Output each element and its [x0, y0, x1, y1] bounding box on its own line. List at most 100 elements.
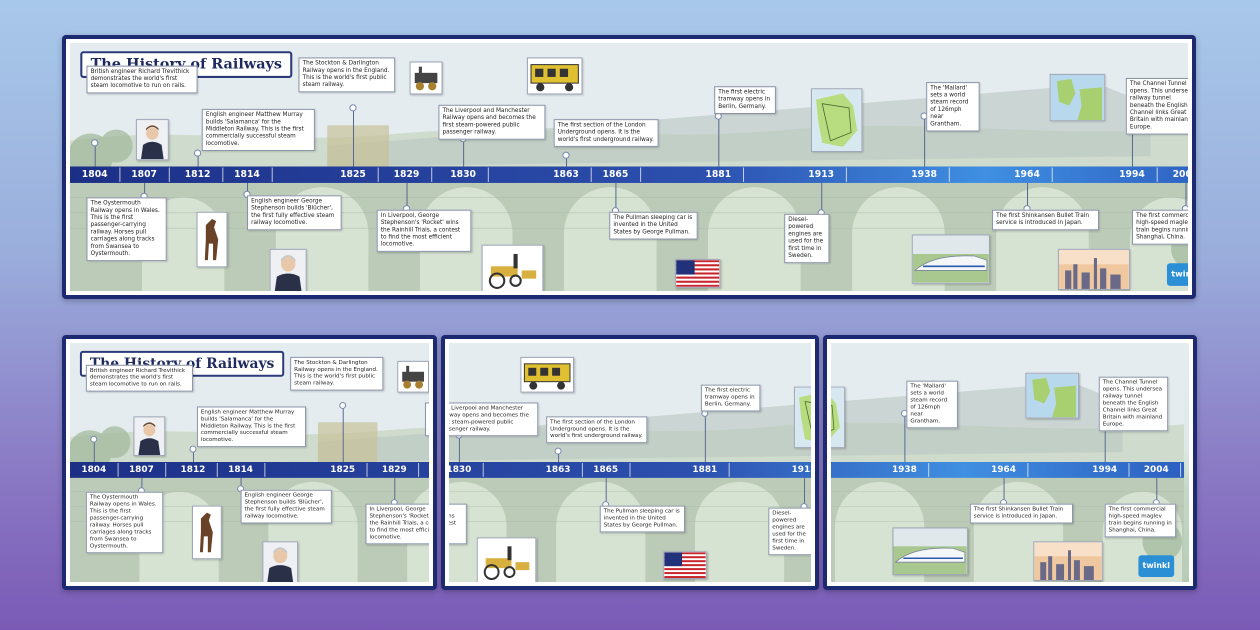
carriage-icon — [520, 356, 574, 393]
connector-line — [615, 182, 617, 212]
connector-dot — [562, 151, 570, 159]
section-canvas-2: The History of Railways British engineer… — [449, 343, 811, 582]
event-1913: Diesel-powered engines are used for the … — [784, 213, 830, 264]
connector-line — [342, 404, 344, 463]
timeline-tick — [728, 462, 730, 477]
timeline-year: 1881 — [692, 464, 718, 475]
connector-dot — [349, 104, 357, 112]
connector-line — [1104, 426, 1106, 463]
event-2004: The first commercial high-speed maglev t… — [1131, 209, 1188, 245]
event-1863: The first section of the London Undergro… — [553, 119, 659, 147]
horse-icon — [191, 505, 222, 560]
portrait-icon — [135, 119, 169, 161]
timeline-tick — [222, 167, 224, 182]
timeline-year: 1807 — [128, 464, 154, 475]
bullet-train-icon — [892, 527, 968, 576]
connector-line — [1185, 182, 1187, 210]
event-1812: English engineer Matthew Murray builds '… — [196, 406, 307, 448]
twinkl-logo: twinkl — [1166, 263, 1188, 286]
timeline-bar — [70, 166, 1188, 183]
connector-line — [924, 115, 926, 167]
event-1994: The Channel Tunnel opens. This undersea … — [1125, 77, 1188, 135]
connector-dot — [243, 190, 251, 198]
usa-flag-icon — [675, 259, 721, 288]
event-1964: The first Shinkansen Bullet Train servic… — [969, 503, 1073, 524]
timeline-year: 2004 — [1143, 464, 1169, 475]
portrait-icon — [133, 416, 166, 457]
event-1825: The Stockton & Darlington Railway opens … — [290, 356, 384, 391]
connector-line — [458, 434, 460, 463]
timeline-view-full: The History of Railways British engineer… — [70, 43, 1188, 291]
connector-line — [1156, 477, 1158, 504]
connector-line — [1131, 129, 1134, 167]
connector-line — [394, 477, 396, 504]
connector-line — [406, 182, 408, 210]
event-1807: The Oystermouth Railway opens in Wales. … — [85, 491, 164, 554]
connector-line — [141, 477, 143, 492]
connector-line — [605, 477, 607, 506]
event-1865: The Pullman sleeping car is invented in … — [609, 211, 698, 240]
connector-line — [192, 448, 194, 463]
timeline-tick — [928, 462, 930, 477]
event-1814: English engineer George Stephenson build… — [240, 489, 332, 524]
event-1829: In Liverpool, George Stephenson's 'Rocke… — [365, 503, 429, 545]
event-1881: The first electric tramway opens in Berl… — [700, 384, 761, 412]
timeline-year: 1964 — [1014, 169, 1040, 180]
event-1829: In Liverpool, George Stephenson's 'Rocke… — [376, 209, 472, 252]
timeline-tick — [418, 462, 420, 477]
full-timeline-canvas: The History of Railways British engineer… — [70, 43, 1188, 291]
timeline-view-1: The History of Railways British engineer… — [70, 343, 429, 582]
connector-line — [352, 106, 355, 167]
connector-line — [804, 477, 806, 508]
event-1865: The Pullman sleeping car is invented in … — [599, 505, 686, 533]
event-1825: The Stockton & Darlington Railway opens … — [298, 57, 396, 93]
timeline-year: 1938 — [911, 169, 938, 180]
timeline-tick — [165, 462, 167, 477]
timeline-tick — [487, 167, 489, 182]
event-1913: Diesel-powered engines are used for the … — [768, 507, 811, 556]
timeline-year: 1863 — [553, 169, 579, 180]
event-1830: The Liverpool and Manchester Railway ope… — [438, 104, 546, 140]
event-2004: The first commercial high-speed maglev t… — [1104, 503, 1177, 538]
portrait-icon — [262, 541, 299, 582]
connector-line — [94, 141, 96, 167]
event-1938: The 'Mallard' sets a world steam record … — [906, 380, 958, 429]
section-panel-1: The History of Railways British engineer… — [62, 335, 437, 590]
section-panel-2: The History of Railways British engineer… — [441, 335, 819, 590]
connector-line — [240, 477, 242, 490]
timeline-tick — [1180, 462, 1182, 477]
skyline-icon — [1057, 248, 1130, 290]
connector-line — [144, 182, 146, 198]
connector-line — [704, 412, 706, 463]
timeline-year: 1964 — [991, 464, 1016, 475]
event-1938: The 'Mallard' sets a world steam record … — [926, 82, 980, 132]
timeline-tick — [366, 462, 368, 477]
event-1830: The Liverpool and Manchester Railway ope… — [425, 402, 429, 437]
timeline-year: 1865 — [602, 169, 629, 180]
timeline-year: 1994 — [1092, 464, 1118, 475]
connector-dot — [90, 435, 98, 443]
timeline-tick — [1156, 167, 1158, 182]
event-1812: English engineer Matthew Murray builds '… — [201, 108, 315, 152]
timeline-tick — [629, 462, 631, 477]
timeline-year: 1825 — [330, 464, 356, 475]
map-icon — [831, 386, 845, 449]
timeline-year: 1881 — [705, 169, 732, 180]
map-icon — [794, 386, 811, 449]
timeline-year: 2004 — [1172, 169, 1188, 180]
event-1814: English engineer George Stephenson build… — [246, 195, 342, 231]
timeline-tick — [590, 167, 592, 182]
event-1964: The first Shinkansen Bullet Train servic… — [992, 209, 1100, 231]
twinkl-logo: twinkl — [1138, 555, 1175, 578]
connector-dot — [194, 149, 202, 157]
connector-line — [821, 182, 823, 214]
timeline-tick — [117, 462, 119, 477]
timeline-year: 1913 — [808, 169, 835, 180]
timeline-year: 1830 — [449, 464, 472, 475]
horse-icon — [196, 211, 228, 268]
timeline-view-2: The History of Railways British engineer… — [449, 343, 811, 582]
connector-dot — [91, 139, 99, 147]
map-icon — [1025, 372, 1079, 419]
timeline-tick — [482, 462, 484, 477]
connector-line — [558, 450, 560, 463]
